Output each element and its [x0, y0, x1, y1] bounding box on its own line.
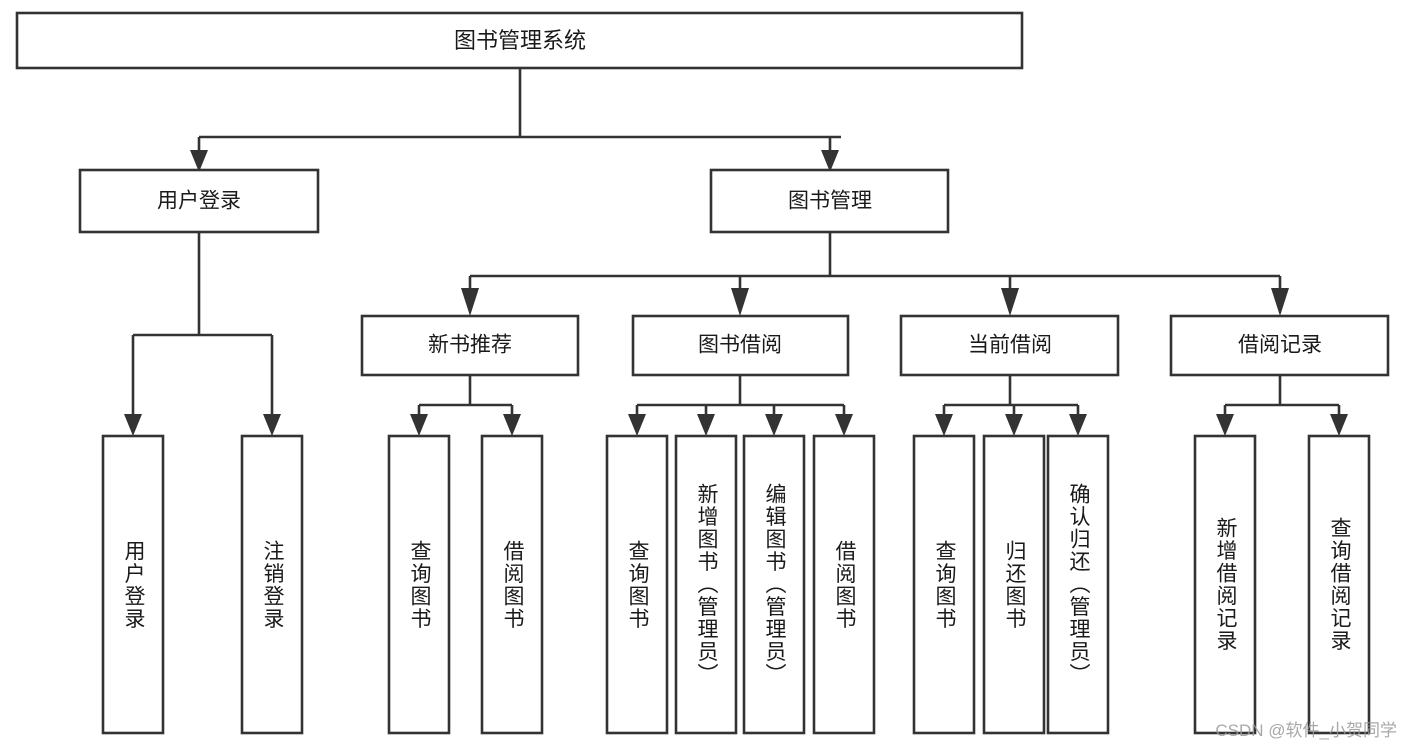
- node-leaf-1-box[interactable]: [101, 434, 165, 735]
- arrow-head-newbook: [461, 288, 479, 316]
- arrow-head-leaf-5: [628, 414, 646, 436]
- node-newbook-label: 新书推荐: [428, 334, 512, 357]
- arrow-head-leaf-10: [1005, 414, 1023, 436]
- node-leaf-7-box[interactable]: [742, 434, 806, 735]
- arrow-head-leaf-8: [835, 414, 853, 436]
- node-record-label: 借阅记录: [1238, 334, 1322, 357]
- arrow-head-leaf-2: [263, 414, 281, 436]
- node-leaf-2-box[interactable]: [240, 434, 304, 735]
- arrow-head-leaf-11: [1069, 414, 1087, 436]
- node-root-label: 图书管理系统: [454, 28, 586, 53]
- node-borrow-box[interactable]: [631, 314, 850, 377]
- node-newbook-box[interactable]: [360, 314, 580, 377]
- arrow-head-current: [1001, 288, 1019, 316]
- node-borrow-label: 图书借阅: [698, 334, 782, 357]
- node-login-box[interactable]: [78, 168, 320, 234]
- node-leaf-11-box[interactable]: [1046, 434, 1110, 735]
- watermark: CSDN @软件_小贺同学: [1215, 721, 1397, 740]
- node-leaf-3-box[interactable]: [387, 434, 451, 735]
- node-leaf-13-box[interactable]: [1307, 434, 1371, 735]
- node-leaf-12-box[interactable]: [1193, 434, 1257, 735]
- node-layer: [15, 11, 1390, 735]
- node-bookmgmt-box[interactable]: [709, 168, 950, 234]
- arrow-head-login: [190, 150, 208, 172]
- node-root-box[interactable]: [15, 11, 1024, 70]
- arrow-head-leaf-7: [765, 414, 783, 436]
- node-leaf-4-box[interactable]: [480, 434, 544, 735]
- label-layer: 图书管理系统 用户登录 图书管理 新书推荐 图书借阅 当前借阅 借阅记录: [157, 28, 1322, 357]
- node-leaf-8-box[interactable]: [812, 434, 876, 735]
- arrow-head-bookmgmt: [821, 150, 839, 172]
- connector-layer: [124, 68, 1348, 436]
- arrow-head-leaf-4: [503, 414, 521, 436]
- arrow-head-record: [1271, 288, 1289, 316]
- node-bookmgmt-label: 图书管理: [788, 190, 872, 213]
- node-record-box[interactable]: [1169, 314, 1390, 377]
- arrow-head-borrow: [731, 288, 749, 316]
- node-leaf-5-box[interactable]: [605, 434, 669, 735]
- node-leaf-9-box[interactable]: [912, 434, 976, 735]
- arrow-head-leaf-9: [935, 414, 953, 436]
- arrow-head-leaf-3: [410, 414, 428, 436]
- arrow-head-leaf-1: [124, 414, 142, 436]
- arrow-head-leaf-13: [1330, 414, 1348, 436]
- node-login-label: 用户登录: [157, 190, 241, 213]
- arrow-head-leaf-6: [697, 414, 715, 436]
- node-leaf-6-box[interactable]: [674, 434, 738, 735]
- node-current-label: 当前借阅: [968, 334, 1052, 357]
- node-leaf-10-box[interactable]: [982, 434, 1046, 735]
- node-current-box[interactable]: [899, 314, 1120, 377]
- arrow-head-leaf-12: [1216, 414, 1234, 436]
